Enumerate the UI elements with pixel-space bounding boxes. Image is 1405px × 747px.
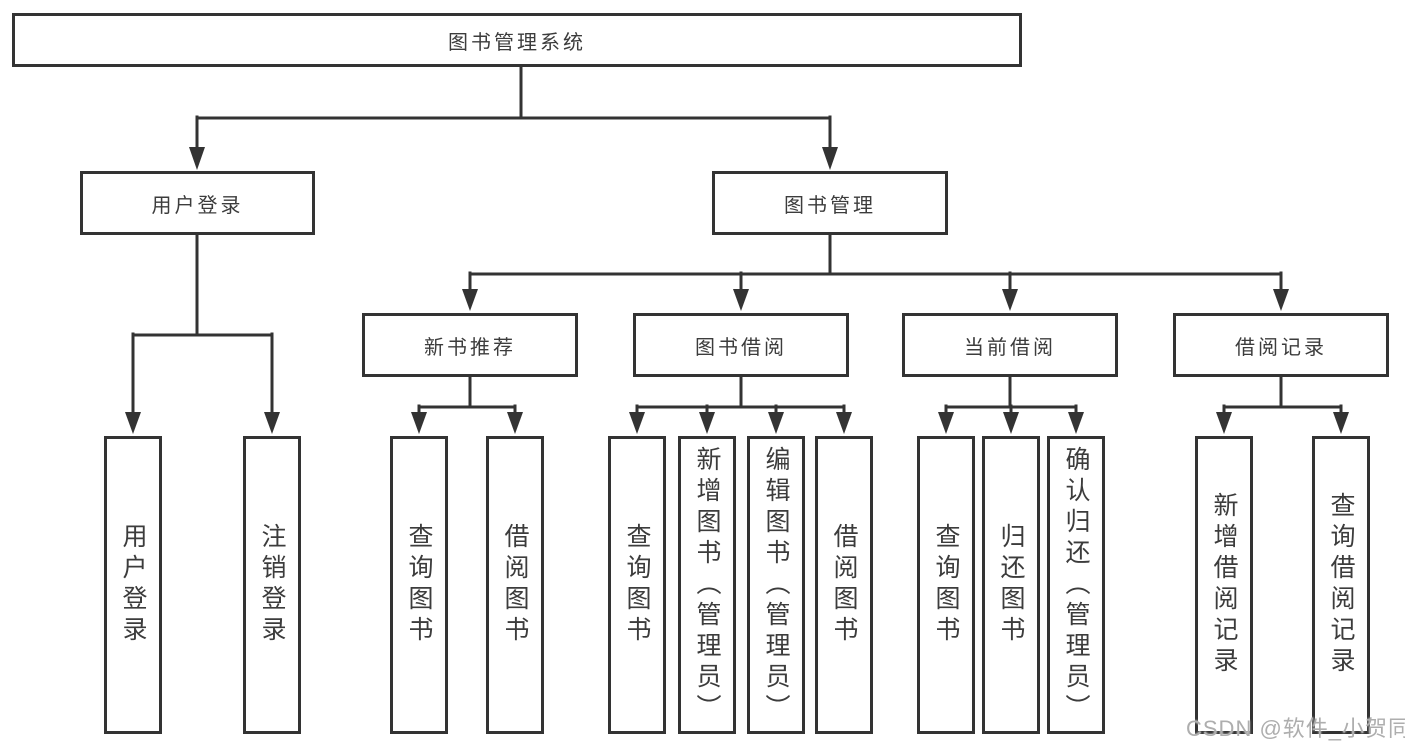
leaf-label: 借阅图书 (501, 523, 529, 647)
arrowhead (125, 412, 141, 434)
connector-record-to-leaves (1216, 374, 1349, 434)
arrowhead (1333, 412, 1349, 434)
leaf-recommend-borrow-books: 借阅图书 (486, 436, 544, 734)
leaf-label: 注销登录 (258, 523, 286, 647)
leaf-label: 查询借阅记录 (1327, 492, 1355, 678)
leaf-label: 新增借阅记录 (1210, 492, 1238, 678)
leaf-logout: 注销登录 (243, 436, 301, 734)
node-root-system: 图书管理系统 (12, 13, 1022, 67)
leaf-recommend-query-books: 查询图书 (390, 436, 448, 734)
arrowhead (836, 412, 852, 434)
node-borrow-record: 借阅记录 (1173, 313, 1389, 377)
leaf-confirm-return-admin: 确认归还（管理员） (1047, 436, 1105, 734)
leaf-label: 查询图书 (623, 523, 651, 647)
connector-root-to-level2 (189, 63, 838, 170)
leaf-edit-books-admin: 编辑图书（管理员） (747, 436, 805, 734)
arrowhead (768, 412, 784, 434)
node-root-label: 图书管理系统 (448, 31, 586, 54)
node-current-borrow: 当前借阅 (902, 313, 1118, 377)
node-label: 图书借阅 (695, 336, 787, 359)
node-label: 当前借阅 (964, 336, 1056, 359)
arrowhead (462, 289, 478, 311)
leaf-return-books: 归还图书 (982, 436, 1040, 734)
arrowhead (1273, 289, 1289, 311)
leaf-label: 借阅图书 (830, 523, 858, 647)
node-book-management: 图书管理 (712, 171, 948, 235)
arrowhead (629, 412, 645, 434)
leaf-borrow-books: 借阅图书 (815, 436, 873, 734)
leaf-user-login: 用户登录 (104, 436, 162, 734)
leaf-borrow-query-books: 查询图书 (608, 436, 666, 734)
arrowhead (1216, 412, 1232, 434)
node-label: 图书管理 (784, 194, 876, 217)
arrowhead (1002, 289, 1018, 311)
connector-borrow-to-leaves (629, 374, 852, 434)
leaf-label: 新增图书（管理员） (693, 445, 721, 725)
node-book-borrow: 图书借阅 (633, 313, 849, 377)
node-label: 借阅记录 (1235, 336, 1327, 359)
connector-userlogin-to-leaves (125, 232, 280, 434)
arrowhead (822, 147, 838, 170)
leaf-label: 查询图书 (405, 523, 433, 647)
node-label: 新书推荐 (424, 336, 516, 359)
leaf-current-query-books: 查询图书 (917, 436, 975, 734)
arrowhead (411, 412, 427, 434)
arrowhead (938, 412, 954, 434)
leaf-add-borrow-record: 新增借阅记录 (1195, 436, 1253, 734)
leaf-add-books-admin: 新增图书（管理员） (678, 436, 736, 734)
arrowhead (733, 289, 749, 311)
connector-bookmgmt-to-level3 (462, 232, 1289, 311)
leaf-label: 用户登录 (119, 523, 147, 647)
connector-current-to-leaves (938, 374, 1084, 434)
leaf-label: 编辑图书（管理员） (762, 445, 790, 725)
arrowhead (1003, 412, 1019, 434)
leaf-label: 归还图书 (997, 523, 1025, 647)
leaf-label: 查询图书 (932, 523, 960, 647)
node-label: 用户登录 (151, 194, 244, 217)
arrowhead (507, 412, 523, 434)
leaf-query-borrow-record: 查询借阅记录 (1312, 436, 1370, 734)
csdn-watermark: CSDN @软件_小贺同学 (1186, 716, 1405, 741)
leaf-label: 确认归还（管理员） (1062, 445, 1090, 725)
arrowhead (699, 412, 715, 434)
node-new-book-recommend: 新书推荐 (362, 313, 578, 377)
connector-recommend-to-leaves (411, 374, 523, 434)
arrowhead (264, 412, 280, 434)
arrowhead (189, 147, 205, 170)
arrowhead (1068, 412, 1084, 434)
node-user-login: 用户登录 (80, 171, 315, 235)
